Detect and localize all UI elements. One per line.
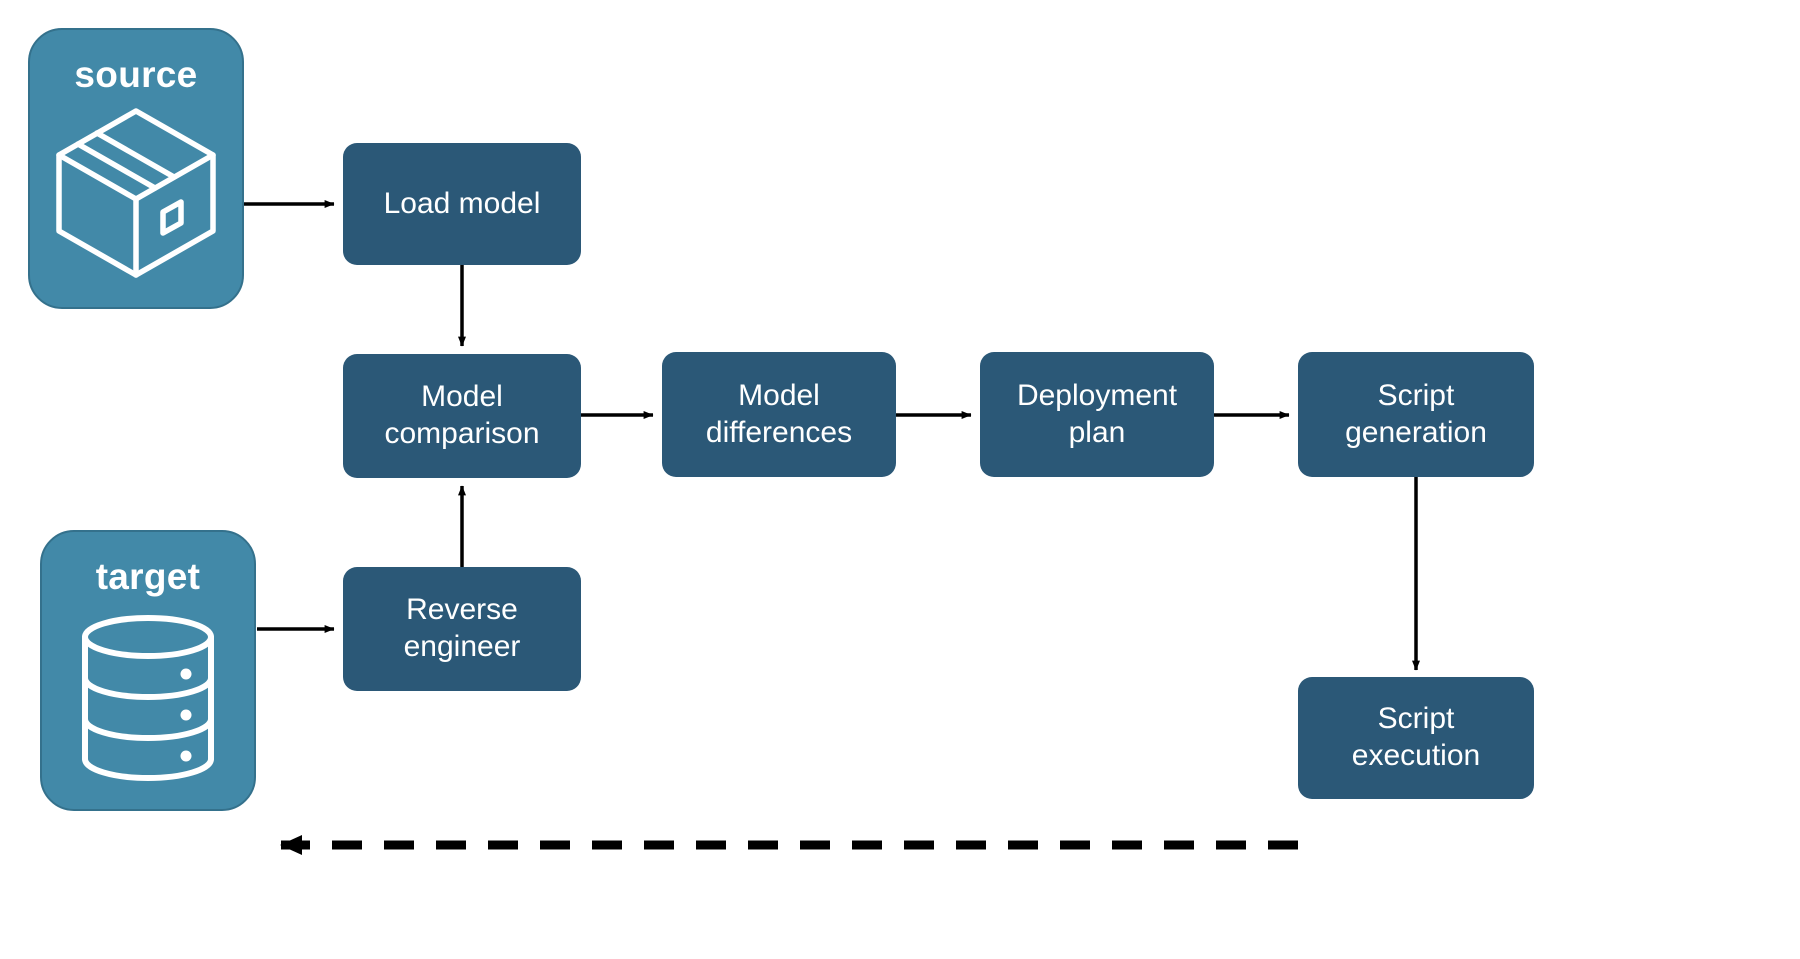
endpoint-card-source[interactable]: source	[28, 28, 244, 309]
process-label-line: Reverse	[406, 593, 518, 627]
endpoint-card-target[interactable]: target	[40, 530, 256, 811]
process-label-line: Load model	[383, 186, 541, 220]
process-label-line: Model	[421, 380, 503, 414]
process-label-line: differences	[705, 415, 853, 449]
endpoint-label-source: source	[74, 54, 198, 95]
endpoint-label-target: target	[95, 556, 201, 597]
process-label-line: comparison	[384, 417, 540, 450]
package-box-icon	[51, 105, 221, 285]
process-box-script-execution[interactable]: Script execution	[1298, 677, 1534, 799]
process-label-line: Script	[1377, 378, 1455, 412]
process-label-line: execution	[1351, 739, 1481, 772]
process-box-load-model[interactable]: Load model	[343, 143, 581, 265]
process-label-line: engineer	[403, 630, 521, 663]
process-box-deployment-plan[interactable]: Deployment plan	[980, 352, 1214, 477]
process-box-reverse-engineer[interactable]: Reverse engineer	[343, 567, 581, 691]
process-label-line: Deployment	[1016, 378, 1178, 412]
process-box-model-comparison[interactable]: Model comparison	[343, 354, 581, 478]
process-label-line: generation	[1345, 415, 1487, 449]
process-label-line: Script	[1377, 702, 1455, 736]
process-box-script-generation[interactable]: Script generation	[1298, 352, 1534, 477]
database-cylinder-icon	[73, 613, 223, 788]
process-box-model-differences[interactable]: Model differences	[662, 352, 896, 477]
process-label-line: plan	[1068, 415, 1126, 449]
process-label-line: Model	[738, 378, 820, 412]
